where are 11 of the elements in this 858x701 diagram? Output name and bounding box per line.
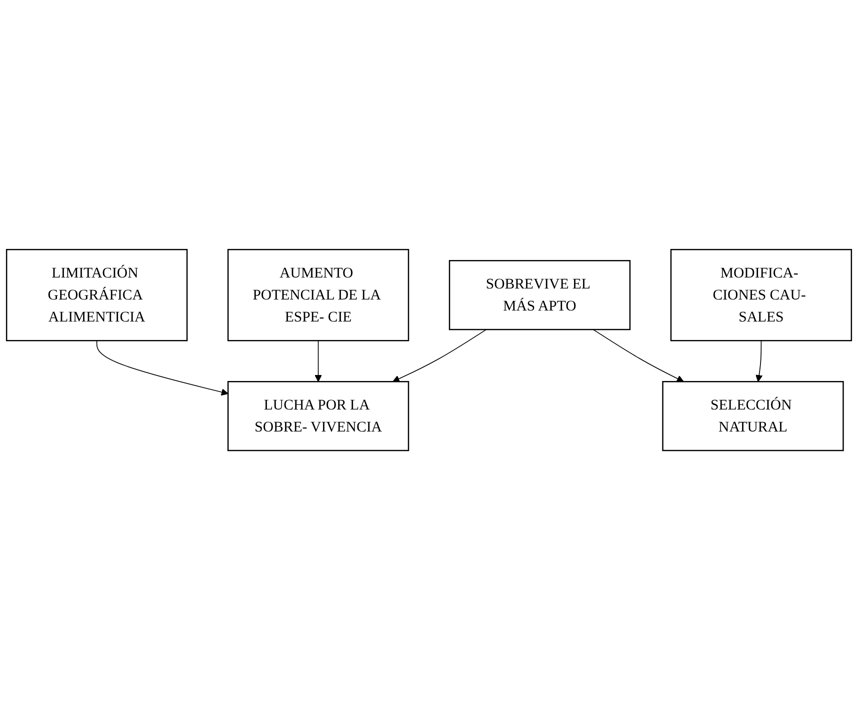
node-box: LIMITACIÓN GEOGRÁFICA ALIMENTICIA (6, 249, 188, 342)
arrow (592, 330, 684, 382)
arrow (314, 340, 322, 382)
node-box: LUCHA POR LA SOBRE- VIVENCIA (227, 381, 410, 452)
arrow (756, 340, 763, 382)
arrow (96, 340, 228, 396)
node-box: AUMENTO POTENCIAL DE LA ESPE- CIE (227, 249, 410, 342)
node-box: SELECCIÓN NATURAL (662, 381, 844, 452)
arrow (392, 330, 487, 383)
node-box: SOBREVIVE EL MÁS APTO (448, 260, 631, 331)
node-box: MODIFICA- CIONES CAU- SALES (670, 249, 852, 342)
